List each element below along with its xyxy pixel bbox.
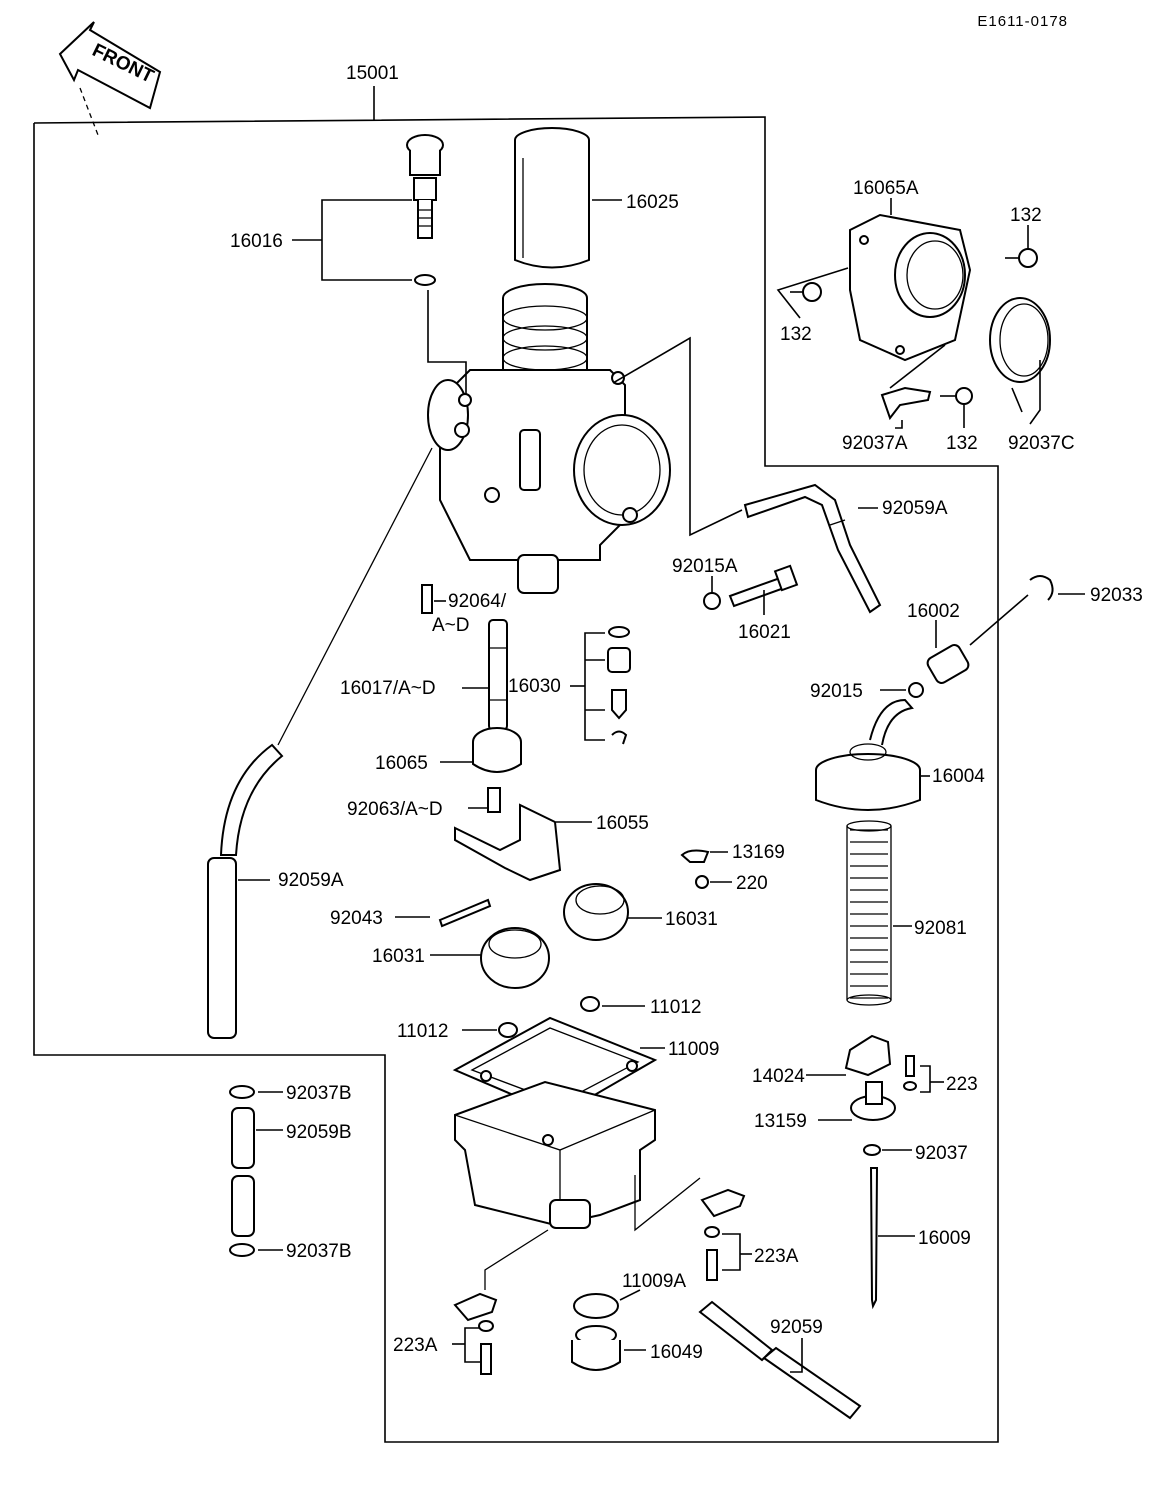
float-bowl: 11009 — [452, 1016, 719, 1290]
label-16002: 16002 — [907, 601, 960, 622]
label-13169: 13169 — [732, 842, 785, 863]
label-16004: 16004 — [932, 766, 985, 787]
label-11009: 11009 — [668, 1039, 719, 1060]
label-92037C: 92037C — [1008, 433, 1075, 454]
label-92015A: 92015A — [672, 556, 738, 577]
label-92064: 92064/ — [448, 591, 507, 612]
label-16031: 16031 — [665, 909, 718, 930]
label-16021: 16021 — [738, 622, 791, 643]
drain-plug-16049: 16049 — [571, 1325, 703, 1371]
float-16031: 16031 — [563, 883, 718, 941]
label-92059: 92059 — [770, 1317, 823, 1338]
bolt-132: 132 — [1005, 205, 1042, 268]
label-16030: 16030 — [508, 676, 561, 697]
cam-13169: 13169 220 — [680, 842, 785, 894]
clip-92037: 92037 — [863, 1143, 968, 1164]
label-14024: 14024 — [752, 1066, 805, 1087]
bracket-223A-left: 223A — [393, 1292, 498, 1375]
needle-jet-16017: 16017/A~D — [340, 619, 508, 731]
label-11012: 11012 — [650, 997, 701, 1018]
carburetor-body — [427, 283, 671, 594]
label-92037A: 92037A — [842, 433, 908, 454]
label-11012-left: 11012 — [397, 1021, 448, 1042]
label-92059A: 92059A — [882, 498, 948, 519]
float-pin-92043: 92043 — [330, 898, 492, 929]
label-16065A: 16065A — [853, 178, 919, 199]
label-92043: 92043 — [330, 908, 383, 929]
label-92059A-left: 92059A — [278, 870, 344, 891]
bracket-16055: 92063/A~D 16055 — [347, 787, 649, 882]
clip-92033: 92033 — [969, 575, 1143, 646]
label-16055: 16055 — [596, 813, 649, 834]
label-92033: 92033 — [1090, 585, 1143, 606]
label-132: 132 — [780, 324, 812, 345]
plug-11012: 11012 — [397, 1021, 518, 1042]
label-16025: 16025 — [626, 192, 679, 213]
label-92037B: 92037B — [286, 1083, 352, 1104]
screw-223: 223 — [903, 1055, 978, 1095]
label-92063: 92063/A~D — [347, 799, 443, 820]
drawing-code: E1611-0178 — [977, 13, 1068, 30]
cap-16002: 16002 92015 — [810, 601, 970, 702]
label-92059B: 92059B — [286, 1122, 352, 1143]
label-223: 223 — [946, 1074, 978, 1095]
label-16049: 16049 — [650, 1342, 703, 1363]
label-92037B-lower: 92037B — [286, 1241, 352, 1262]
label-16031-left: 16031 — [372, 946, 425, 967]
float-valve-16030: 16030 — [508, 626, 631, 745]
front-arrow: FRONT — [58, 21, 162, 136]
jet-needle-16009: 16009 — [869, 1167, 971, 1310]
label-16016: 16016 — [230, 231, 283, 252]
label-16009: 16009 — [918, 1228, 971, 1249]
label-223A-left: 223A — [393, 1335, 438, 1356]
assembly-boundary: 15001 — [33, 63, 999, 1443]
label-16065: 16065 — [375, 753, 428, 774]
air-screw-16016: 16016 — [230, 134, 467, 395]
retainer-13159: 13159 — [754, 1081, 896, 1132]
jet-holder-16065: 16065 — [375, 727, 522, 774]
label-92064-range: A~D — [432, 615, 470, 636]
needle-holder-14024: 14024 — [752, 1034, 892, 1087]
idle-screw-16021: 92015A 16021 — [672, 556, 799, 643]
label-92081: 92081 — [914, 918, 967, 939]
hose-92059A-left: 92059A — [207, 447, 433, 1039]
bracket-223A-right: 223A — [700, 1188, 799, 1281]
hose-92059-lower: 92059 — [698, 1300, 862, 1420]
throttle-valve-16025: 16025 — [514, 127, 679, 269]
bolt-132: 132 — [940, 387, 978, 454]
label-132: 132 — [946, 433, 978, 454]
label-92037: 92037 — [915, 1143, 968, 1164]
label-220: 220 — [736, 873, 768, 894]
float-16031: 16031 — [372, 927, 550, 989]
label-132: 132 — [1010, 205, 1042, 226]
oring-11009A: 11009A — [573, 1271, 686, 1319]
spring-92081: 92081 — [846, 820, 967, 1006]
label-223A: 223A — [754, 1246, 799, 1267]
hose-92059B-set: 92037B 92059B 92037B — [229, 1083, 352, 1262]
label-assembly: 15001 — [346, 63, 399, 84]
intake-flange-16065A: 16065A 132 132 132 92037A 92037 — [776, 178, 1075, 454]
label-13159: 13159 — [754, 1111, 807, 1132]
label-92015: 92015 — [810, 681, 863, 702]
screw-92064: 92064/ A~D — [421, 584, 507, 636]
bolt-132: 132 — [776, 267, 849, 345]
hose-92059A-upper: 92059A — [612, 336, 948, 614]
chamber-cap-16004: 16004 — [815, 698, 985, 811]
label-11009A: 11009A — [622, 1271, 686, 1292]
label-16017: 16017/A~D — [340, 678, 436, 699]
plug-11012: 11012 — [580, 996, 701, 1018]
